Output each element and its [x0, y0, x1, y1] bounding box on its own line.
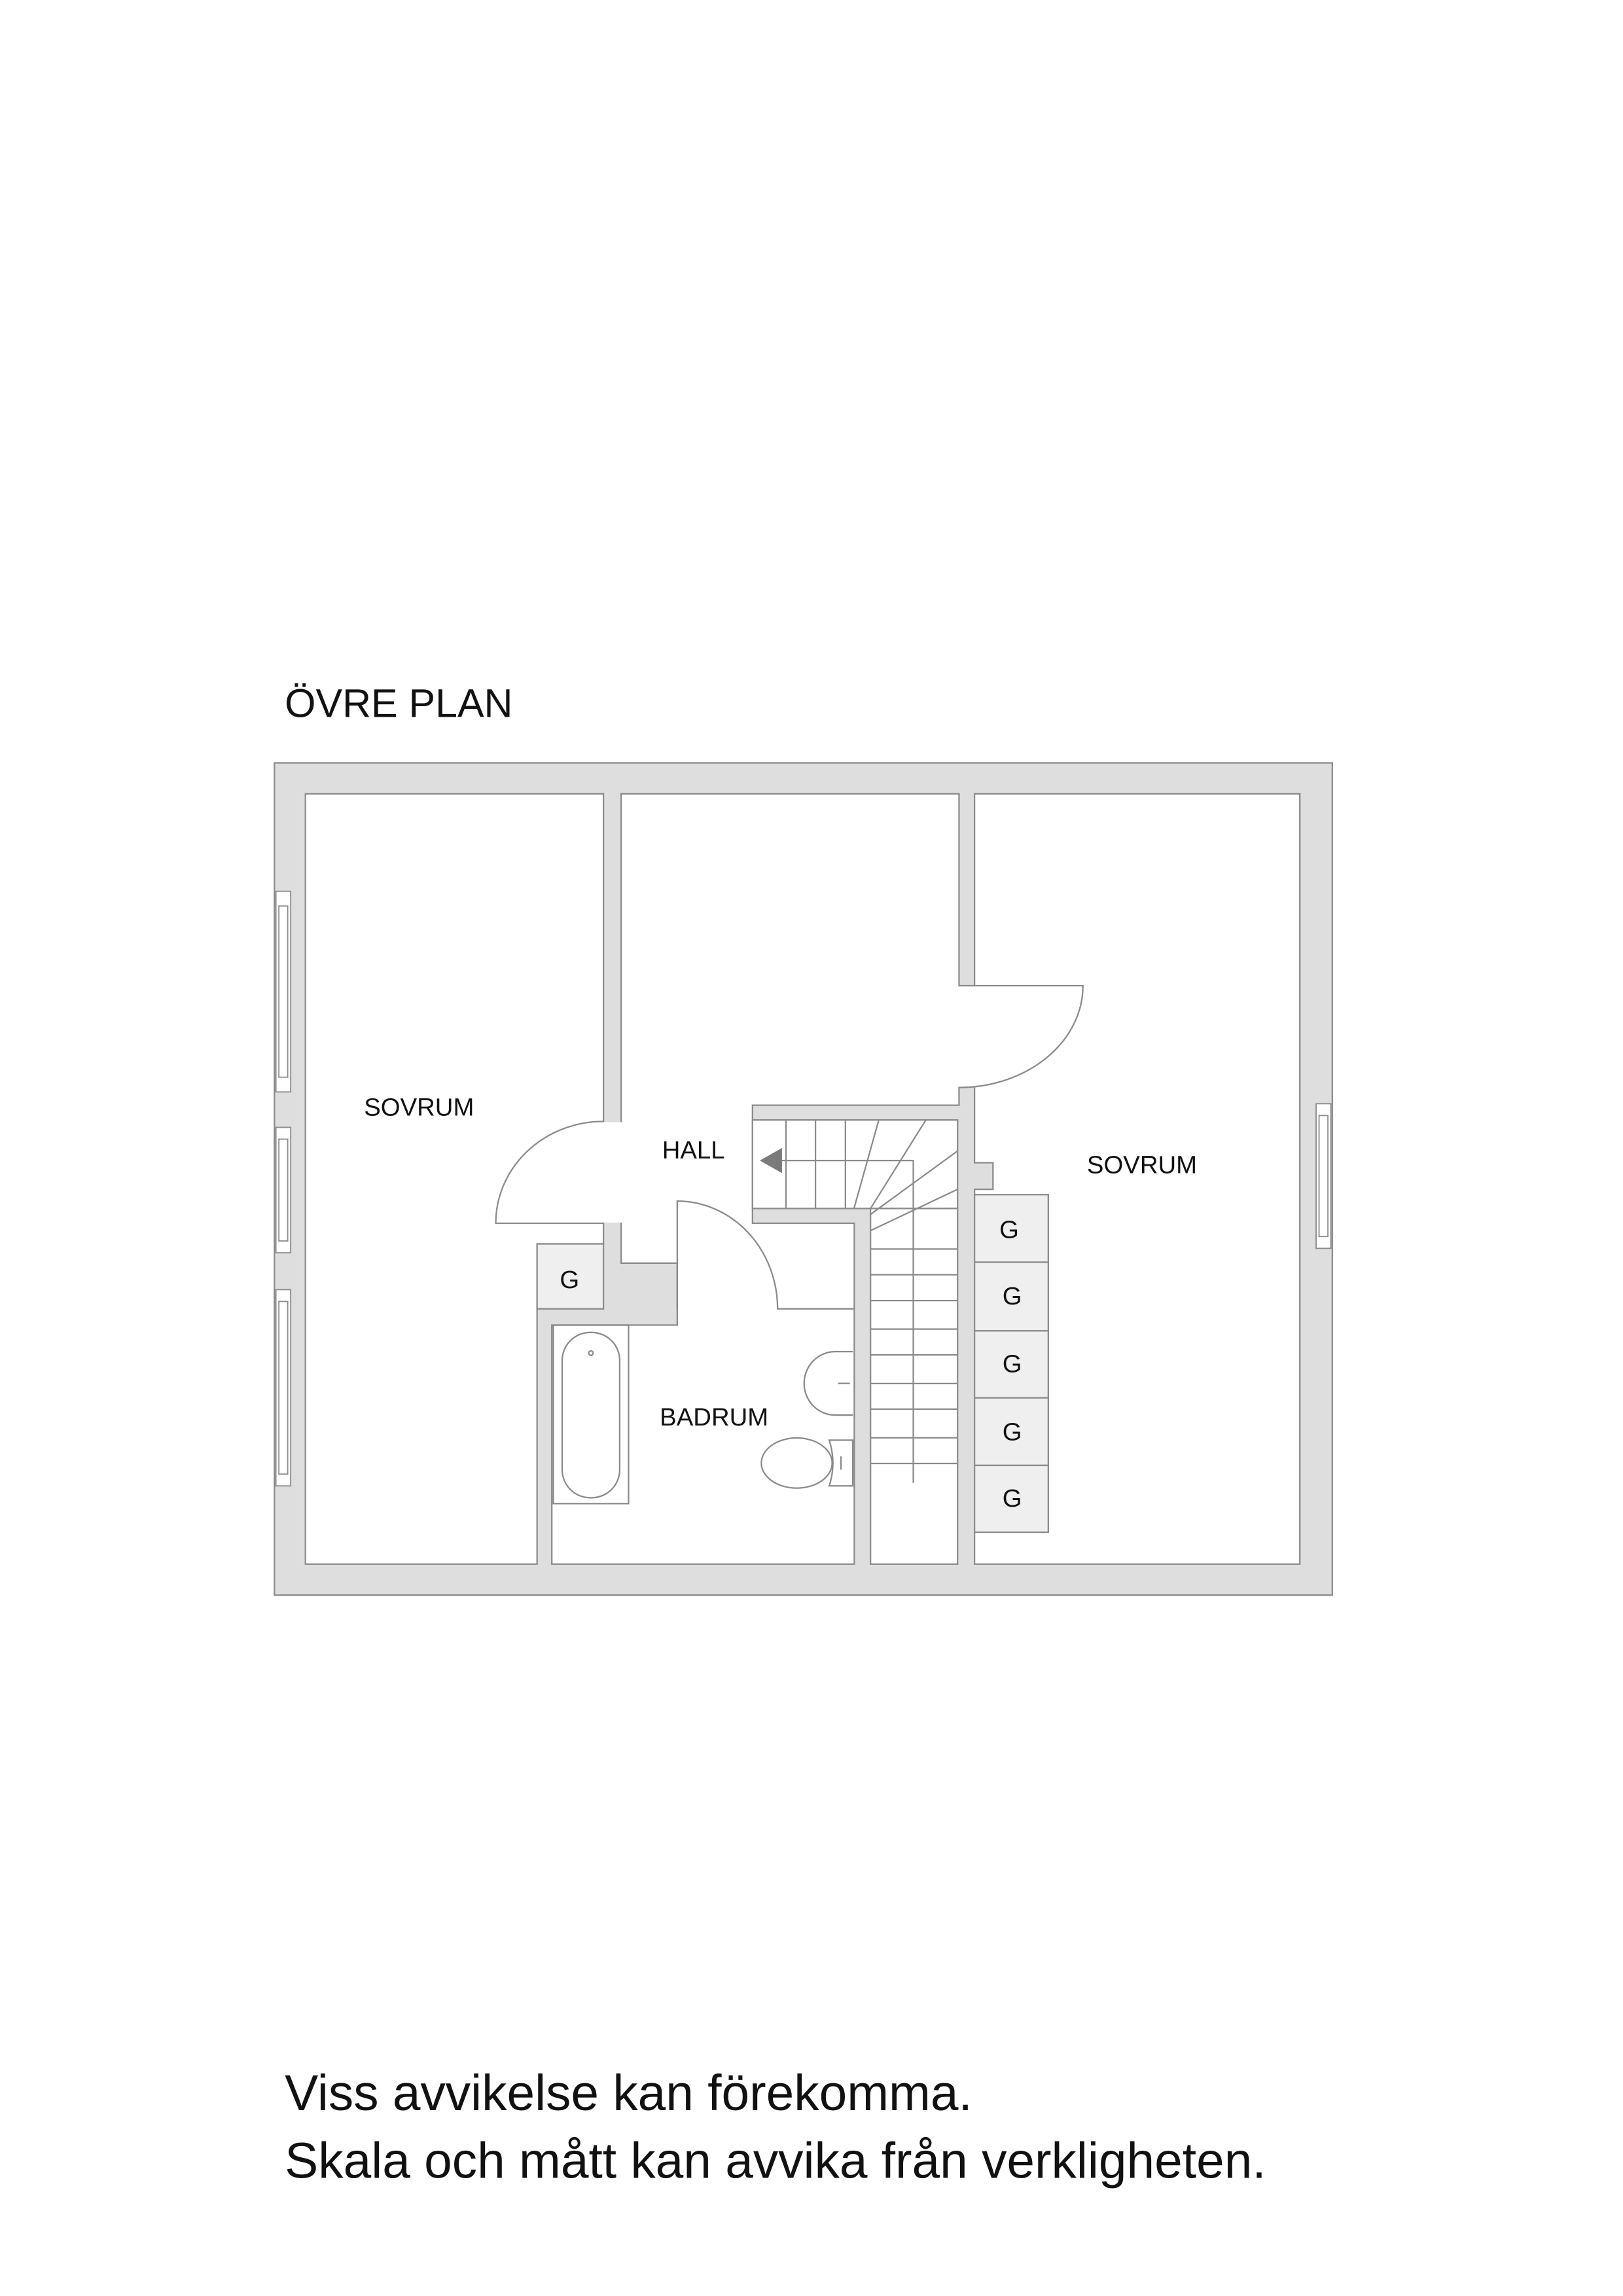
room-label-bedroom-left: SOVRUM	[364, 1093, 474, 1121]
closet-label: G	[1003, 1282, 1022, 1310]
sink-icon	[803, 1350, 853, 1416]
door-bedroom-right	[959, 984, 1084, 1088]
door-bathroom	[676, 1200, 779, 1309]
toilet-icon	[760, 1437, 854, 1489]
closet-left: G	[536, 1243, 605, 1310]
staircase	[760, 1119, 958, 1483]
stair-direction-line	[781, 1160, 914, 1483]
door-bedroom-left	[495, 1121, 604, 1225]
room-label-hall: HALL	[662, 1136, 725, 1164]
closets-right: G G G G G	[973, 1194, 1049, 1534]
plan-title: ÖVRE PLAN	[285, 681, 512, 726]
floor-plan: G G G G G G SOVRUM	[274, 762, 1333, 1596]
stair-arrow-icon	[760, 1148, 782, 1174]
window-right	[1315, 1103, 1332, 1249]
disclaimer-line-1: Viss avvikelse kan förekomma.	[285, 2066, 972, 2121]
bathtub-icon	[552, 1324, 630, 1505]
closet-label: G	[1003, 1484, 1022, 1513]
bathroom-room	[551, 1308, 855, 1565]
svg-text:G: G	[560, 1266, 579, 1294]
room-label-bathroom: BADRUM	[660, 1403, 768, 1431]
windows-left	[275, 890, 292, 1487]
closet-label: G	[1003, 1350, 1022, 1378]
stair-landing	[751, 1119, 959, 1210]
closet-label: G	[999, 1216, 1019, 1244]
closet-label: G	[1003, 1418, 1022, 1446]
disclaimer-line-2: Skala och mått kan avvika från verklighe…	[285, 2134, 1266, 2189]
room-label-bedroom-right: SOVRUM	[1087, 1151, 1197, 1179]
